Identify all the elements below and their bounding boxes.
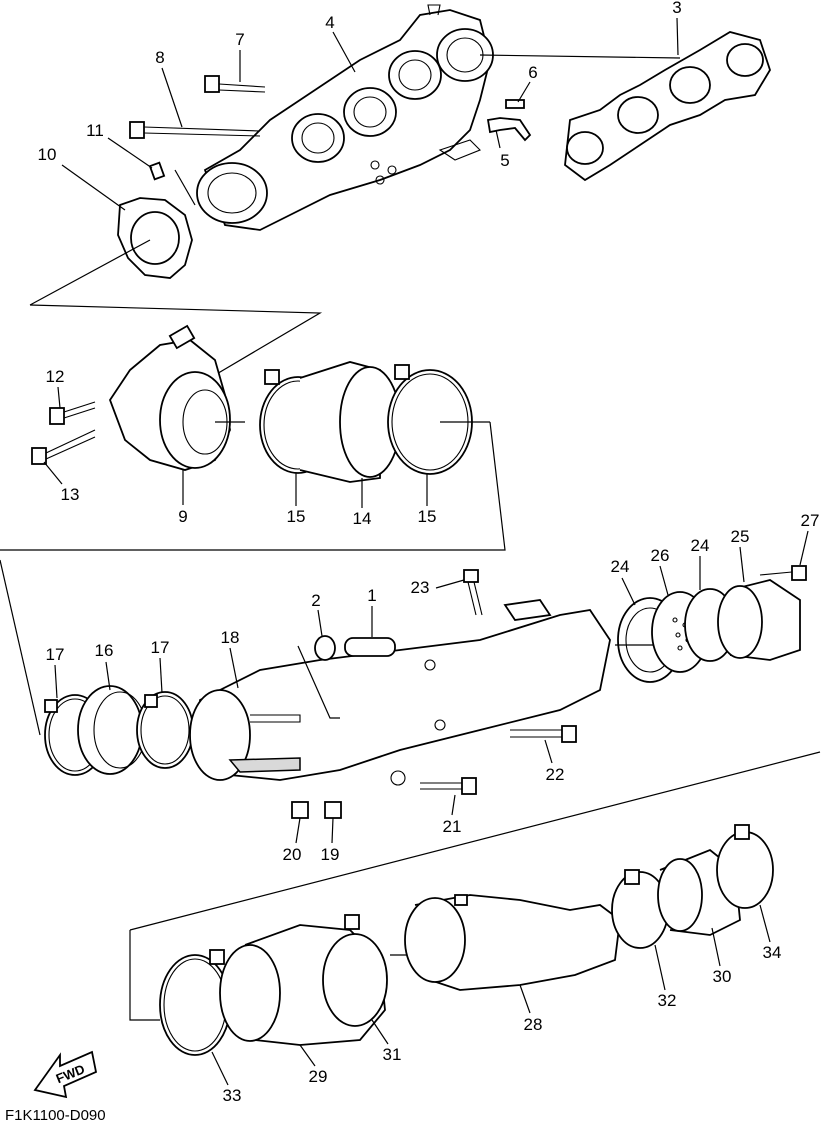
exhaust-manifold [196,4,494,231]
callout-13: 13 [61,485,80,504]
callout-1: 1 [367,586,376,605]
callout-25: 25 [731,527,750,546]
callout-23: 23 [411,578,430,597]
callout-15a: 15 [287,507,306,526]
callout-24b: 24 [691,536,710,555]
gasket [117,197,193,279]
callout-16: 16 [95,641,114,660]
bolt [463,569,483,616]
hose-clamp [159,949,231,1056]
callout-15b: 15 [418,507,437,526]
callout-8: 8 [155,48,164,67]
bolt [420,777,477,795]
callout-28: 28 [524,1015,543,1034]
callout-12: 12 [46,367,65,386]
water-fitting [486,117,532,142]
hose-joint [299,361,401,483]
callout-3: 3 [672,0,681,17]
callout-4: 4 [325,13,334,32]
hose-clamp [716,824,774,909]
callout-33: 33 [223,1086,242,1105]
bolt [204,75,266,93]
nut [291,801,309,819]
diagram-code: F1K1100-D090 [5,1107,106,1124]
callout-10: 10 [38,145,57,164]
bolt [510,725,577,743]
callout-11: 11 [86,121,104,140]
callout-9: 9 [178,507,187,526]
callout-31: 31 [383,1045,402,1064]
muffler [189,599,611,786]
hose-clamp [387,364,473,475]
water-lock [404,894,621,991]
callout-17b: 17 [151,638,170,657]
cap [314,635,336,661]
callout-32: 32 [658,991,677,1010]
callout-26: 26 [651,546,670,565]
exhaust-manifold-gasket [564,31,771,182]
callout-7: 7 [235,30,244,49]
callout-2: 2 [311,591,320,610]
callout-20: 20 [283,845,302,864]
hose-clamp [322,914,388,1027]
exhaust-joint [108,324,231,471]
callout-29: 29 [309,1067,328,1086]
callout-5: 5 [500,151,509,170]
hose-clamp [136,691,194,769]
callout-34: 34 [763,943,782,962]
long-bolt [129,121,261,139]
callout-27: 27 [801,511,820,530]
hose [77,685,147,775]
forward-direction-arrow: FWD [33,1050,98,1099]
bolt [759,565,807,581]
nut [324,801,342,819]
callout-21: 21 [443,817,462,836]
dowel-pin [148,161,166,181]
joint [717,579,801,661]
bolt [31,429,96,465]
dowel-pin [505,99,525,109]
callout-19: 19 [321,845,340,864]
callout-22: 22 [546,765,565,784]
callout-6: 6 [528,63,537,82]
callout-18: 18 [221,628,240,647]
pipe [344,637,396,657]
callout-17a: 17 [46,645,65,664]
bolt [49,401,96,425]
callout-24a: 24 [611,557,630,576]
callout-30: 30 [713,967,732,986]
callout-14: 14 [353,509,372,528]
